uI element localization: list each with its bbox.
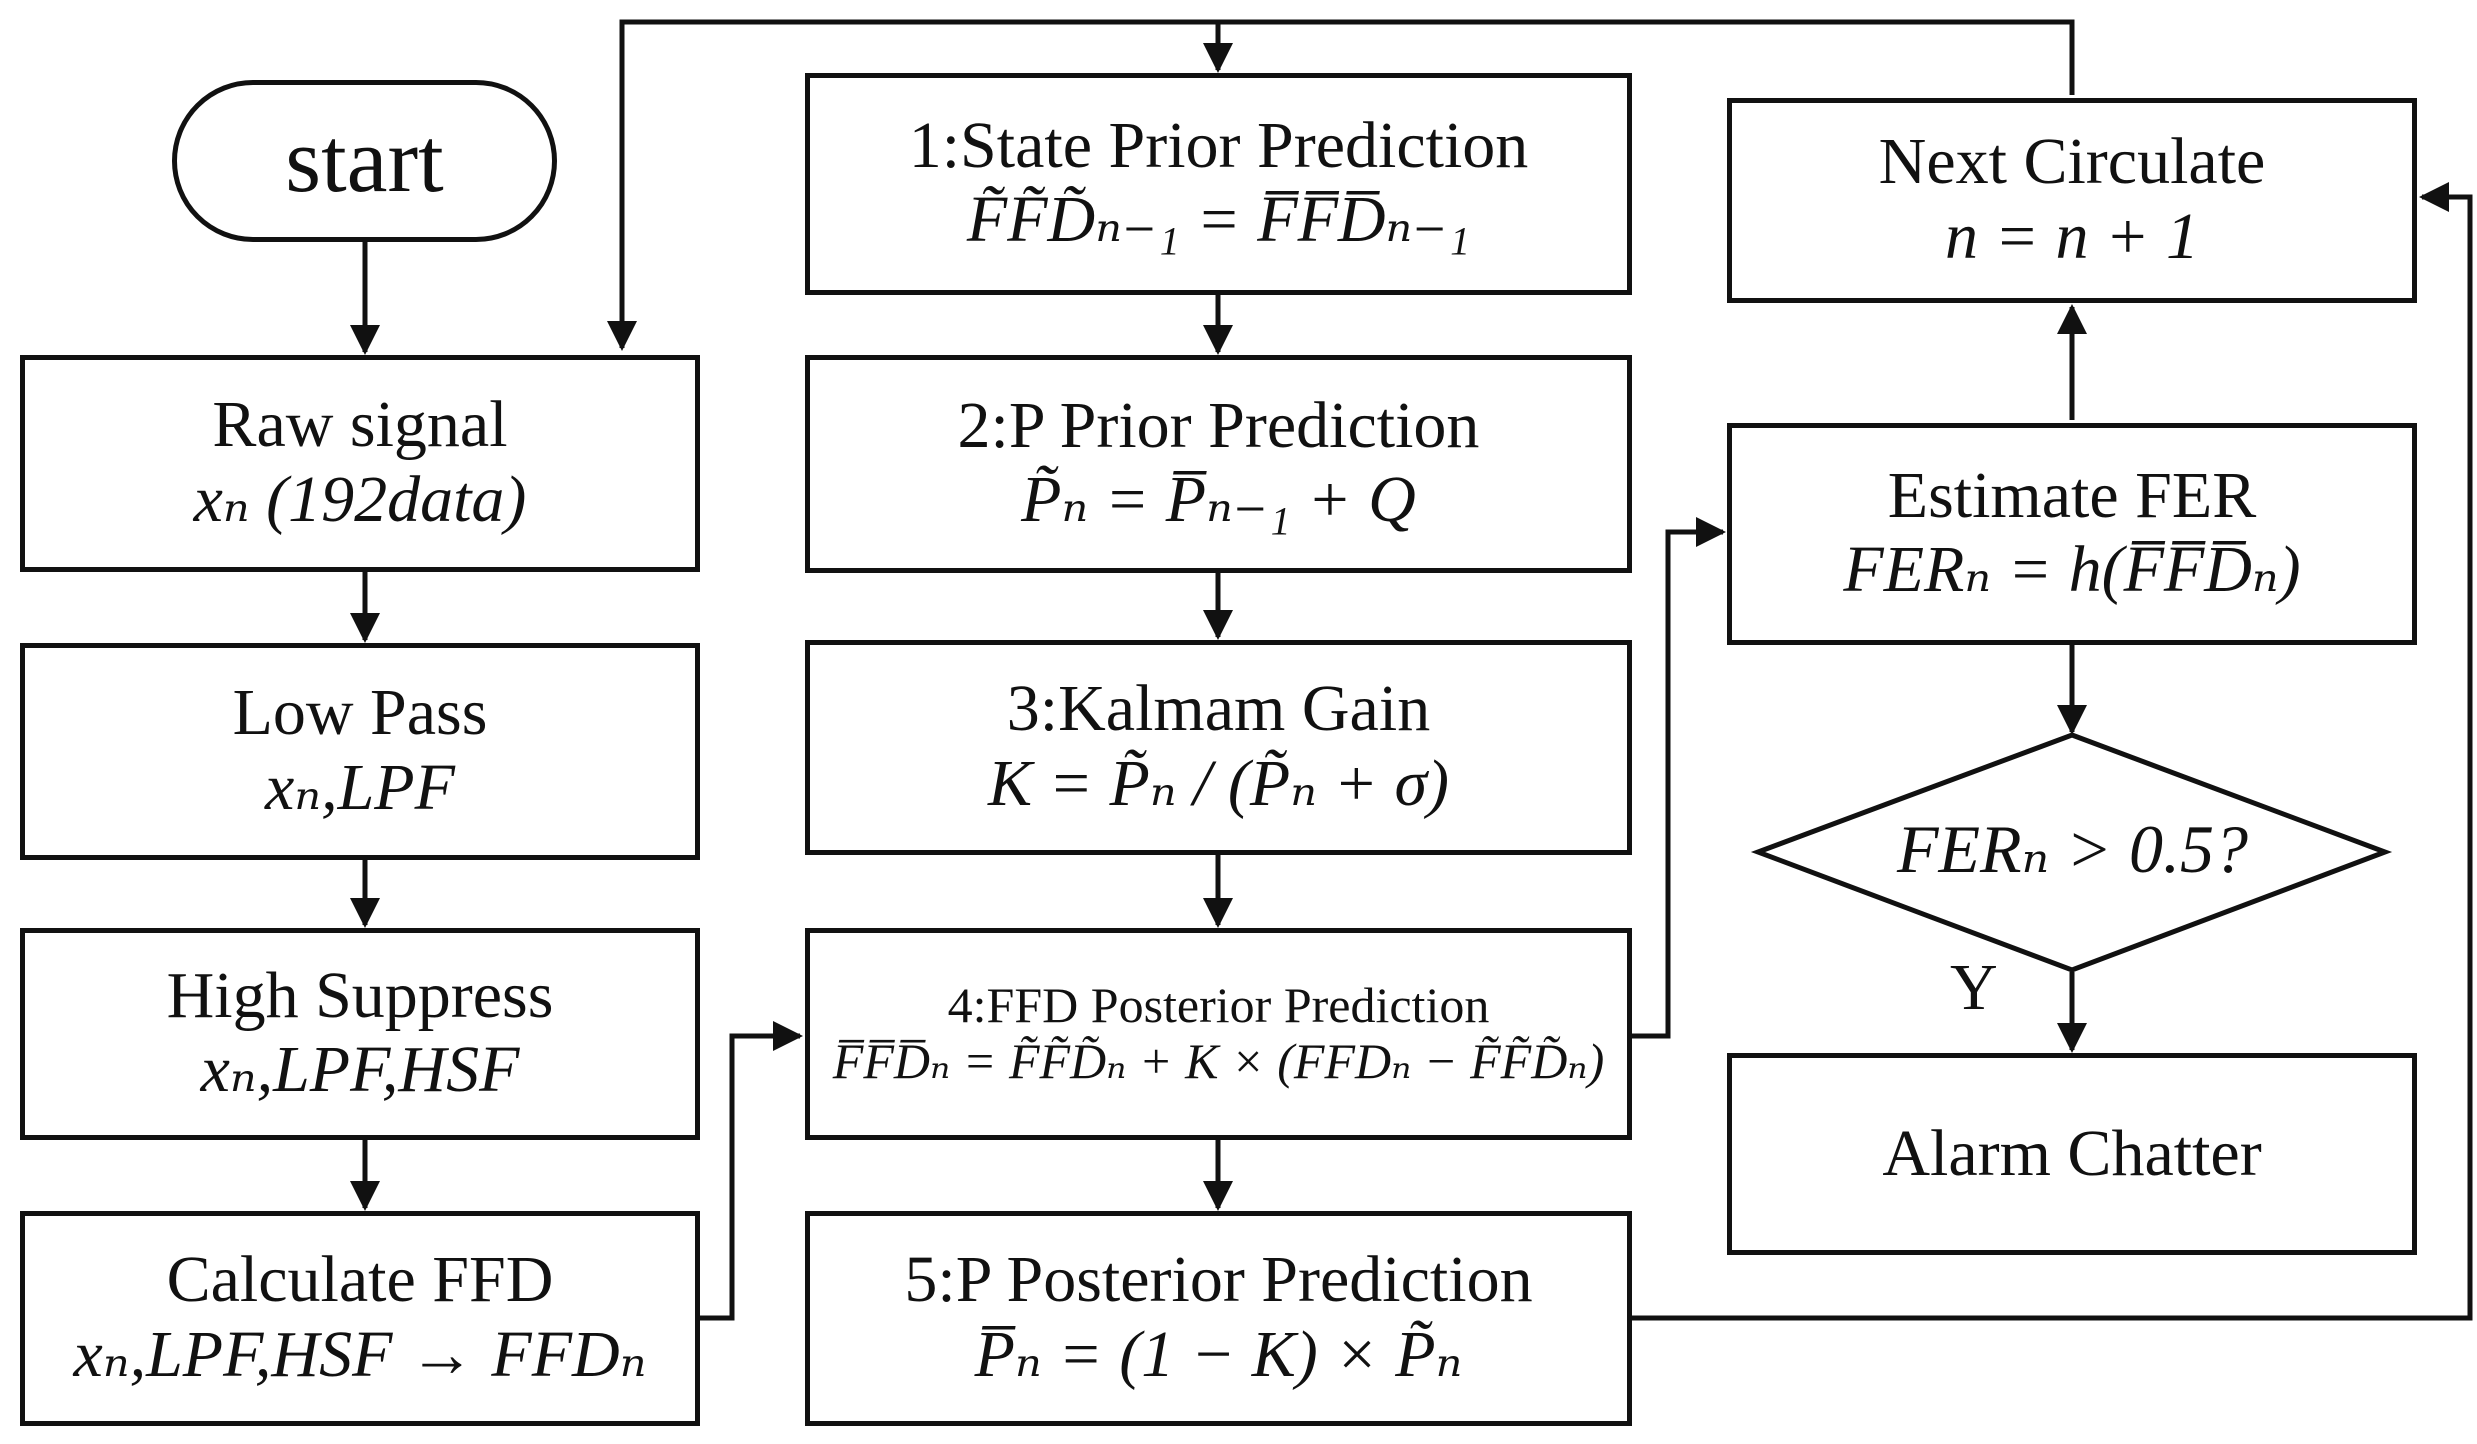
p-prior-formula: P̃ₙ = P̅ₙ₋₁ + Q — [1021, 463, 1416, 537]
p-posterior-box: 5:P Posterior Prediction P̅ₙ = (1 − K) ×… — [805, 1211, 1632, 1426]
ffd-posterior-title: 4:FFD Posterior Prediction — [947, 976, 1490, 1033]
ffd-posterior-box: 4:FFD Posterior Prediction F̅F̅D̅ₙ = F̃F… — [805, 928, 1632, 1140]
next-circulate-formula: n = n + 1 — [1944, 199, 2200, 273]
state-prior-formula: F̃F̃D̃ₙ₋₁ = F̅F̅D̅ₙ₋₁ — [966, 183, 1471, 257]
calculate-ffd-title: Calculate FFD — [166, 1243, 554, 1317]
alarm-chatter-title: Alarm Chatter — [1882, 1116, 2262, 1190]
yes-branch-label: Y — [1950, 951, 1998, 1024]
start-label: start — [285, 109, 444, 212]
arrow-calculate-to-ffd-posterior — [700, 1021, 803, 1321]
high-suppress-title: High Suppress — [166, 958, 554, 1032]
arrow-posterior-to-estimate — [1632, 517, 1726, 1039]
decision-label: FERₙ > 0.5? — [1896, 811, 2249, 887]
alarm-chatter-box: Alarm Chatter — [1727, 1053, 2417, 1255]
low-pass-formula: xₙ,LPF — [265, 750, 455, 824]
kalman-gain-formula: K = P̃ₙ / (P̃ₙ + σ) — [987, 746, 1450, 820]
raw-signal-title: Raw signal — [212, 388, 508, 462]
p-prior-box: 2:P Prior Prediction P̃ₙ = P̅ₙ₋₁ + Q — [805, 355, 1632, 573]
raw-signal-box: Raw signal xₙ (192data) — [20, 355, 700, 572]
low-pass-title: Low Pass — [232, 676, 488, 750]
kalman-gain-title: 3:Kalmam Gain — [1006, 672, 1431, 746]
p-posterior-title: 5:P Posterior Prediction — [904, 1243, 1533, 1317]
raw-signal-formula: xₙ (192data) — [193, 462, 527, 536]
high-suppress-formula: xₙ,LPF,HSF — [200, 1033, 520, 1107]
arrow-pposterior-to-next — [1632, 182, 2473, 1321]
kalman-gain-box: 3:Kalmam Gain K = P̃ₙ / (P̃ₙ + σ) — [805, 640, 1632, 855]
calculate-ffd-box: Calculate FFD xₙ,LPF,HSF → FFDₙ — [20, 1211, 700, 1426]
high-suppress-box: High Suppress xₙ,LPF,HSF — [20, 928, 700, 1140]
state-prior-box: 1:State Prior Prediction F̃F̃D̃ₙ₋₁ = F̅F… — [805, 73, 1632, 295]
estimate-fer-title: Estimate FER — [1887, 458, 2257, 532]
ffd-posterior-formula: F̅F̅D̅ₙ = F̃F̃D̃ₙ + K × (FFDₙ − F̃F̃D̃ₙ) — [832, 1032, 1605, 1089]
decision-diamond — [1750, 732, 2393, 973]
estimate-fer-box: Estimate FER FERₙ = h(F̅F̅D̅ₙ) — [1727, 423, 2417, 645]
next-circulate-title: Next Circulate — [1878, 125, 2266, 199]
calculate-ffd-formula: xₙ,LPF,HSF → FFDₙ — [73, 1317, 647, 1391]
estimate-fer-formula: FERₙ = h(F̅F̅D̅ₙ) — [1843, 533, 2301, 607]
next-circulate-box: Next Circulate n = n + 1 — [1727, 98, 2417, 303]
state-prior-title: 1:State Prior Prediction — [908, 108, 1529, 182]
low-pass-box: Low Pass xₙ,LPF — [20, 643, 700, 860]
p-posterior-formula: P̅ₙ = (1 − K) × P̃ₙ — [974, 1317, 1463, 1391]
p-prior-title: 2:P Prior Prediction — [957, 388, 1480, 462]
loop-line-top — [607, 19, 2075, 351]
start-terminal: start — [172, 80, 557, 242]
